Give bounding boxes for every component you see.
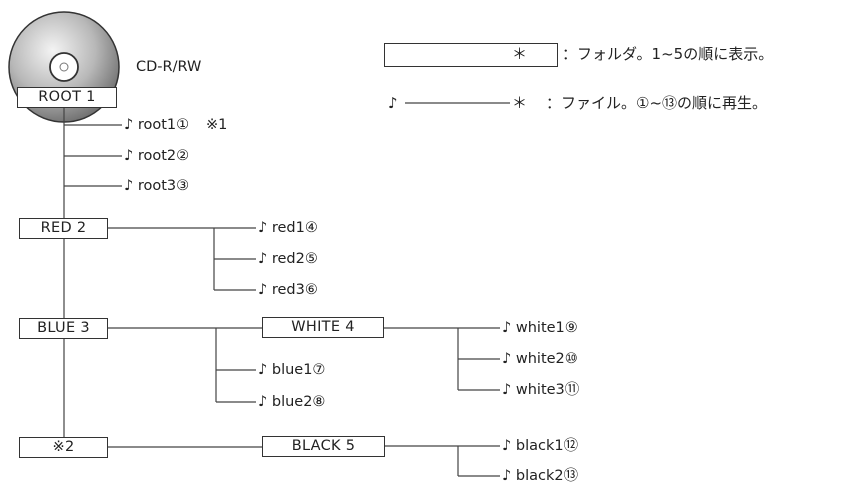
note-1: ※1 [206, 117, 228, 133]
file-root1: ♪ root1① [124, 117, 190, 133]
file-root2: ♪ root2② [124, 148, 190, 164]
file-red2: ♪ red2⑤ [258, 251, 318, 267]
disc-label: CD-R/RW [136, 59, 202, 75]
folder-white: WHITE 4 [262, 317, 384, 338]
file-red3: ♪ red3⑥ [258, 282, 318, 298]
folder-root: ROOT 1 [17, 87, 117, 108]
file-blue2: ♪ blue2⑧ [258, 394, 326, 410]
file-white3: ♪ white3⑪ [502, 382, 580, 398]
legend-file-marker: ＊ [512, 94, 528, 112]
file-black2: ♪ black2⑬ [502, 468, 579, 484]
file-white2: ♪ white2⑩ [502, 351, 578, 367]
file-root3: ♪ root3③ [124, 178, 190, 194]
file-red1: ♪ red1④ [258, 220, 318, 236]
file-white1: ♪ white1⑨ [502, 320, 578, 336]
file-black1: ♪ black1⑫ [502, 438, 579, 454]
legend-folder-text: ：フォルダ。1~5の順に表示。 [562, 45, 774, 63]
folder-blue: BLUE 3 [19, 318, 108, 339]
legend-file-text: ：ファイル。①~⑬の順に再生。 [546, 94, 768, 112]
legend-file-note-icon: ♪ [388, 94, 398, 112]
folder-note2: ※2 [19, 437, 108, 458]
folder-black: BLACK 5 [262, 436, 385, 457]
legend-folder-box [384, 43, 558, 67]
file-blue1: ♪ blue1⑦ [258, 362, 326, 378]
legend-folder-marker: ＊ [512, 45, 528, 63]
folder-red: RED 2 [19, 218, 108, 239]
